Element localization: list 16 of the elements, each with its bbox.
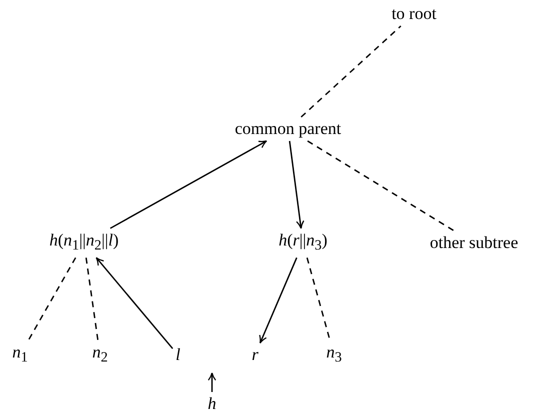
node-label: n$_{3}$	[325, 342, 343, 368]
node-label: h(n$_{1}$||n$_{2}$||l)	[48, 230, 120, 256]
node-label: r	[250, 345, 260, 365]
node-label: other subtree	[428, 233, 520, 253]
connector-line	[300, 25, 402, 118]
connector-line	[28, 257, 76, 341]
node-label: to root	[390, 4, 438, 24]
node-label: n$_{1}$	[11, 342, 29, 368]
connector-line	[307, 140, 455, 232]
connector-line	[306, 258, 331, 340]
node-label: h	[206, 394, 218, 414]
node-label: l	[174, 345, 182, 365]
node-label: n$_{2}$	[91, 342, 109, 368]
node-label: h(r||n$_{3}$)	[278, 230, 328, 256]
node-label: common parent	[234, 119, 342, 139]
connector-line	[85, 258, 99, 340]
